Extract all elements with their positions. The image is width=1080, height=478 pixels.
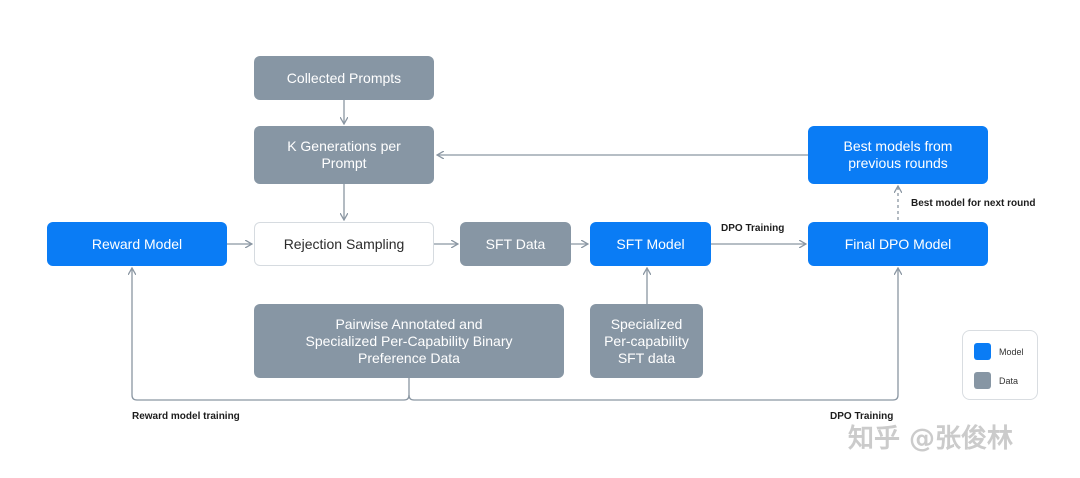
legend-data-label: Data (999, 375, 1019, 386)
dpo-training-label-top: DPO Training (721, 223, 785, 234)
best-model-next-round-label: Best model for next round (911, 198, 1036, 209)
legend-item-data: Data (974, 372, 1018, 389)
watermark: 知乎 @张俊林 (848, 424, 1014, 454)
rejection-sampling-node: Rejection Sampling (254, 222, 434, 266)
dpo-training-label-bottom: DPO Training (830, 411, 894, 422)
legend-item-model: Model (974, 343, 1024, 360)
collected-prompts-node: Collected Prompts (254, 56, 434, 100)
data-swatch (974, 372, 991, 389)
specialized-sft-data-node: Specialized Per-capability SFT data (590, 304, 703, 378)
best-models-node: Best models from previous rounds (808, 126, 988, 184)
reward-model-node: Reward Model (47, 222, 227, 266)
model-swatch (974, 343, 991, 360)
legend: Model Data (962, 330, 1038, 400)
sft-data-node: SFT Data (460, 222, 571, 266)
legend-model-label: Model (999, 346, 1024, 357)
k-generations-node: K Generations per Prompt (254, 126, 434, 184)
sft-model-node: SFT Model (590, 222, 711, 266)
pairwise-preference-data-node: Pairwise Annotated and Specialized Per-C… (254, 304, 564, 378)
reward-model-training-label: Reward model training (132, 411, 240, 422)
edge-pairwise-to-final (408, 268, 898, 401)
final-dpo-model-node: Final DPO Model (808, 222, 988, 266)
